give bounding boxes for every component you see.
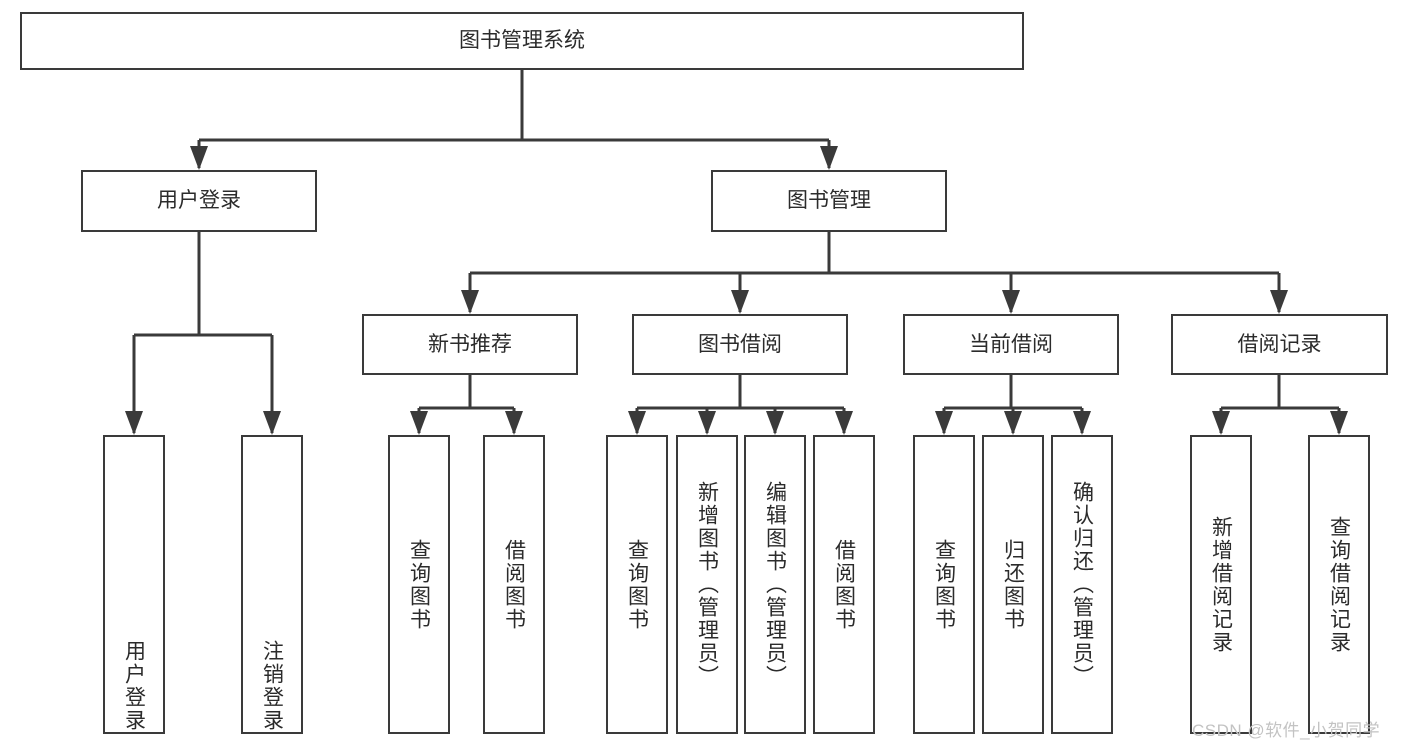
node-label-current-borrow: 当前借阅 bbox=[969, 332, 1053, 356]
bookmanage-to-level2-arrow-3 bbox=[1270, 290, 1288, 314]
node-leaf-edit-book[interactable]: 编辑图书（管理员） bbox=[744, 435, 806, 734]
node-leaf-return-book[interactable]: 归还图书 bbox=[982, 435, 1044, 734]
node-label-borrow-record: 借阅记录 bbox=[1237, 332, 1322, 356]
node-label-user-login: 用户登录 bbox=[157, 189, 241, 213]
currentborrow-to-leaves-arrow-1 bbox=[1004, 411, 1022, 435]
node-label-leaf-return-book: 归还图书 bbox=[1001, 538, 1025, 631]
node-leaf-user-login[interactable]: 用户登录 bbox=[103, 435, 165, 734]
node-leaf-add-record[interactable]: 新增借阅记录 bbox=[1190, 435, 1252, 734]
node-label-leaf-add-record: 新增借阅记录 bbox=[1209, 515, 1233, 654]
node-leaf-logout[interactable]: 注销登录 bbox=[241, 435, 303, 734]
bookborrow-to-leaves-arrow-0 bbox=[628, 411, 646, 435]
node-label-leaf-confirm-return: 确认归还（管理员） bbox=[1070, 481, 1094, 688]
newbook-to-leaves-arrow-0 bbox=[410, 411, 428, 435]
bookmanage-to-level2-arrow-2 bbox=[1002, 290, 1020, 314]
bookmanage-to-level2-arrow-1 bbox=[731, 290, 749, 314]
node-book-borrow[interactable]: 图书借阅 bbox=[632, 314, 848, 375]
node-label-leaf-borrow-book-2: 借阅图书 bbox=[832, 538, 856, 631]
node-leaf-add-book[interactable]: 新增图书（管理员） bbox=[676, 435, 738, 734]
node-new-book-recommend[interactable]: 新书推荐 bbox=[362, 314, 578, 375]
node-label-leaf-query-book-1: 查询图书 bbox=[407, 538, 431, 631]
bookmanage-to-level2-arrow-0 bbox=[461, 290, 479, 314]
node-label-leaf-logout: 注销登录 bbox=[260, 640, 284, 732]
newbook-to-leaves-arrow-1 bbox=[505, 411, 523, 435]
node-label-leaf-query-record: 查询借阅记录 bbox=[1327, 515, 1351, 654]
node-label-new-book-recommend: 新书推荐 bbox=[428, 332, 512, 356]
node-leaf-query-book-1[interactable]: 查询图书 bbox=[388, 435, 450, 734]
node-label-leaf-borrow-book-1: 借阅图书 bbox=[502, 538, 526, 631]
node-leaf-query-book-3[interactable]: 查询图书 bbox=[913, 435, 975, 734]
node-book-manage[interactable]: 图书管理 bbox=[711, 170, 947, 232]
node-label-leaf-user-login: 用户登录 bbox=[122, 640, 146, 732]
currentborrow-to-leaves-arrow-0 bbox=[935, 411, 953, 435]
node-borrow-record[interactable]: 借阅记录 bbox=[1171, 314, 1388, 375]
node-leaf-borrow-book-2[interactable]: 借阅图书 bbox=[813, 435, 875, 734]
userlogin-to-leaves-arrow-0 bbox=[125, 411, 143, 435]
borrowrecord-to-leaves-arrow-1 bbox=[1330, 411, 1348, 435]
currentborrow-to-leaves-arrow-2 bbox=[1073, 411, 1091, 435]
node-label-leaf-query-book-3: 查询图书 bbox=[932, 538, 956, 631]
userlogin-to-leaves-arrow-1 bbox=[263, 411, 281, 435]
node-label-leaf-query-book-2: 查询图书 bbox=[625, 538, 649, 631]
node-root[interactable]: 图书管理系统 bbox=[20, 12, 1024, 70]
node-label-leaf-edit-book: 编辑图书（管理员） bbox=[763, 481, 787, 688]
node-label-leaf-add-book: 新增图书（管理员） bbox=[695, 481, 719, 688]
root-to-level1-arrow-0 bbox=[190, 146, 208, 170]
root-to-level1-arrow-1 bbox=[820, 146, 838, 170]
node-current-borrow[interactable]: 当前借阅 bbox=[903, 314, 1119, 375]
borrowrecord-to-leaves-arrow-0 bbox=[1212, 411, 1230, 435]
node-leaf-query-record[interactable]: 查询借阅记录 bbox=[1308, 435, 1370, 734]
bookborrow-to-leaves-arrow-3 bbox=[835, 411, 853, 435]
bookborrow-to-leaves-arrow-1 bbox=[698, 411, 716, 435]
node-leaf-borrow-book-1[interactable]: 借阅图书 bbox=[483, 435, 545, 734]
node-user-login[interactable]: 用户登录 bbox=[81, 170, 317, 232]
node-label-root: 图书管理系统 bbox=[459, 29, 585, 53]
bookborrow-to-leaves-arrow-2 bbox=[766, 411, 784, 435]
node-label-book-borrow: 图书借阅 bbox=[698, 332, 782, 356]
node-leaf-query-book-2[interactable]: 查询图书 bbox=[606, 435, 668, 734]
node-leaf-confirm-return[interactable]: 确认归还（管理员） bbox=[1051, 435, 1113, 734]
node-label-book-manage: 图书管理 bbox=[787, 189, 871, 213]
